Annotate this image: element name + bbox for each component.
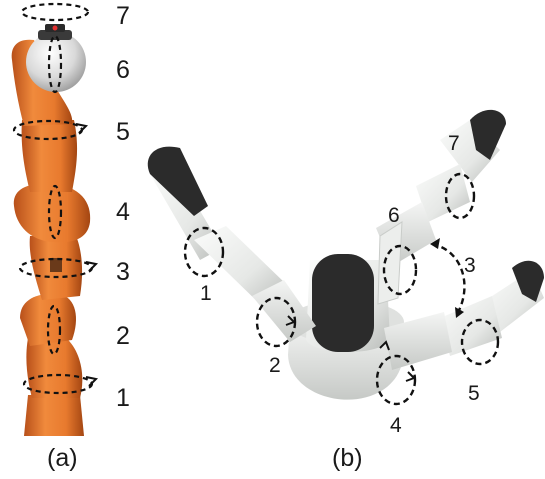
caption-b: (b)	[332, 444, 363, 472]
hand-joint-label-2: 2	[269, 354, 281, 377]
hand-joint-label-1: 1	[200, 282, 212, 305]
robot-hand-illustration	[147, 109, 544, 406]
arm-joint-label-1: 1	[116, 384, 130, 412]
hand-joint-label-4: 4	[390, 414, 402, 437]
arm-joint-label-4: 4	[116, 198, 130, 226]
arm-joint-label-5: 5	[116, 118, 130, 146]
hand-joint-label-7: 7	[448, 132, 460, 155]
caption-a: (a)	[47, 444, 78, 472]
arm-joint-label-6: 6	[116, 56, 130, 84]
hand-joint-label-3: 3	[464, 254, 476, 277]
arm-joint-label-3: 3	[116, 258, 130, 286]
hand-joint-label-5: 5	[468, 382, 480, 405]
arm-joint-label-7: 7	[116, 2, 130, 30]
arm-joint-label-2: 2	[116, 322, 130, 350]
robot-arm-illustration	[11, 2, 99, 436]
hand-joint-label-6: 6	[388, 204, 400, 227]
